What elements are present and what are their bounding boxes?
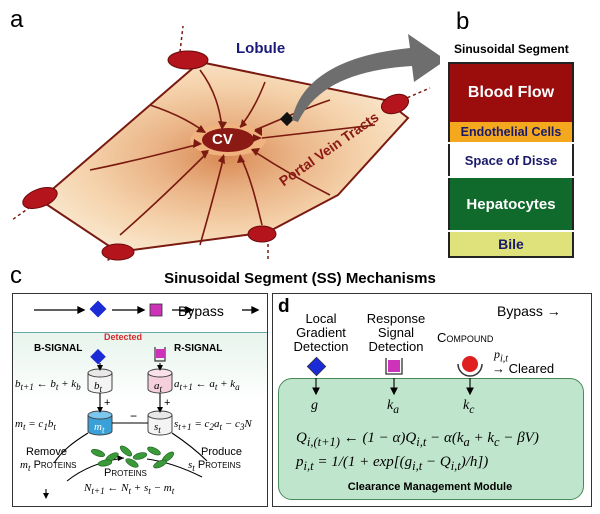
eq-b-update: bt+1 ← bt + kb (15, 378, 81, 393)
segment-title: Sinusoidal Segment (454, 42, 569, 56)
layer-space-of-disse: Space of Disse (448, 144, 574, 176)
cv-label: CV (212, 131, 233, 148)
panel-c-letter: c (10, 262, 22, 289)
cyl-m-label: mt (94, 421, 105, 436)
panel-d-letter: d (278, 296, 290, 317)
eq-s: st+1 = c2at − c3N (174, 418, 252, 433)
panel-c-box (12, 293, 268, 507)
remove-label: Remove (26, 446, 67, 458)
p-it-label: pi,t (494, 347, 509, 365)
panel-a-letter: a (10, 6, 24, 33)
gradient-diamond (306, 356, 327, 377)
produce-label: Produce (201, 446, 242, 458)
eq-q-update: Qi,(t+1) ← (1 − α)Qi,t − α(ka + kc − βV) (296, 430, 539, 449)
b-signal-detector (90, 348, 106, 365)
proteins-cluster (91, 445, 174, 469)
zoom-arrow (292, 34, 440, 122)
r-signal-label: R-SIGNAL (174, 343, 223, 354)
portal-tract-lines (11, 25, 431, 263)
b-signal-diamond-top (89, 300, 107, 318)
cyl-b-label: bt (94, 380, 103, 395)
compound-label: Compound (437, 330, 494, 345)
module-title: Clearance Management Module (347, 481, 513, 493)
c-bypass-label: Bypass (178, 303, 224, 319)
panel-b-letter: b (456, 8, 470, 35)
layer-endothelial: Endothelial Cells (448, 122, 574, 142)
clearance-module-box (278, 378, 584, 500)
proteins-label: Proteins (104, 467, 147, 479)
response-square (388, 360, 400, 372)
remove-proteins-label: mt Proteins (20, 459, 77, 474)
layer-hepatocytes: Hepatocytes (448, 178, 574, 230)
d-bypass-label: Bypass → (497, 303, 561, 319)
svg-text:+: + (164, 397, 170, 409)
r-signal-square-top (149, 303, 163, 317)
compound-circle (462, 356, 478, 372)
cleared-label: → Cleared (492, 361, 555, 376)
layer-bile: Bile (448, 232, 574, 258)
b-signal-label: B-SIGNAL (34, 343, 83, 354)
eq-n-update: Nt+1 ← Nt + st − mt (84, 482, 175, 497)
cyl-a-label: at (154, 380, 163, 395)
produce-proteins-label: st Proteins (188, 459, 241, 474)
segment-marker (279, 111, 295, 127)
layer-blood-flow: Blood Flow (448, 62, 574, 122)
central-vein (202, 128, 254, 152)
mechanisms-title: Sinusoidal Segment (SS) Mechanisms (164, 270, 436, 287)
eq-p: pi,t = 1/(1 + exp[(gi,t − Qi,t)/h]) (296, 454, 489, 473)
lobule-label: Lobule (236, 40, 286, 57)
kc-label: kc (463, 398, 475, 416)
eq-m: mt = c1bt (15, 418, 56, 433)
lobule-illustration (11, 25, 440, 263)
ka-label: ka (387, 398, 400, 416)
g-label: g (311, 398, 318, 413)
eq-a-update: at+1 ← at + ka (174, 378, 240, 393)
portal-tracts (22, 50, 410, 261)
panel-c-diagram: + + − (34, 300, 260, 499)
svg-text:−: − (130, 409, 137, 423)
cyl-s-label: st (154, 421, 161, 436)
detected-label: Detected (104, 332, 143, 342)
panel-d-detectors (306, 356, 483, 396)
svg-text:+: + (104, 397, 110, 409)
